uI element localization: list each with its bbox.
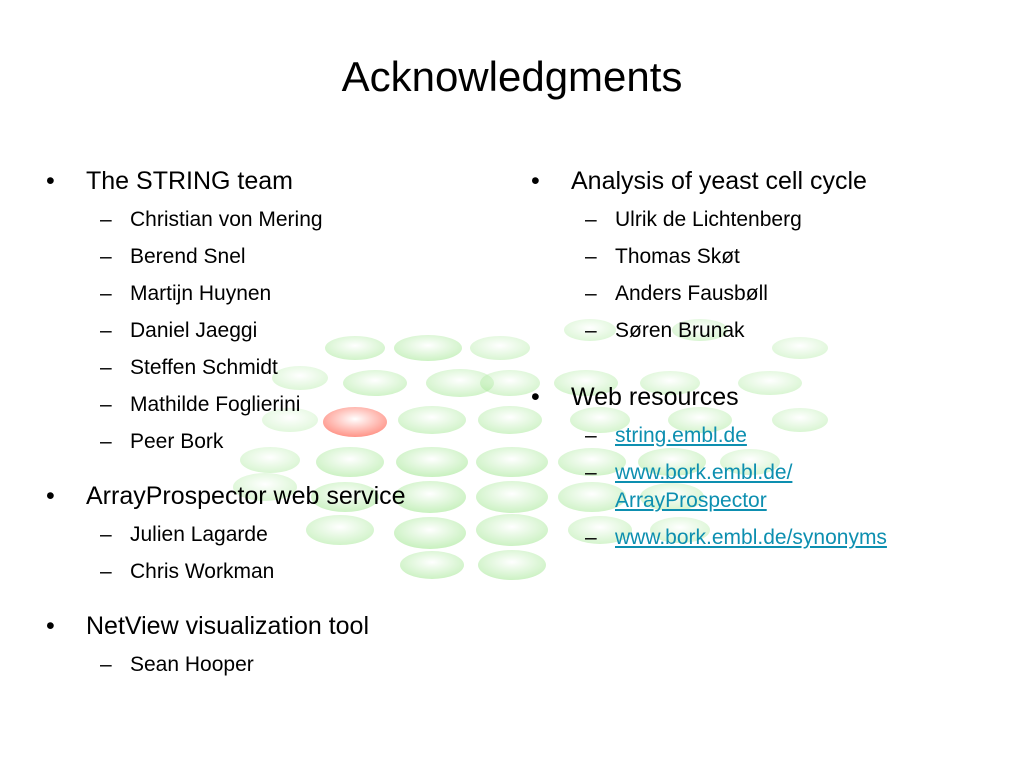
green-bubble — [476, 514, 548, 546]
green-bubble — [316, 447, 384, 477]
green-bubble — [470, 336, 530, 360]
section-heading: •Web resources — [531, 383, 739, 411]
list-item: –Søren Brunak — [585, 319, 745, 342]
green-bubble — [233, 473, 297, 501]
green-bubble — [720, 449, 780, 475]
green-bubble — [554, 370, 618, 396]
section-heading: •The STRING team — [46, 167, 293, 195]
green-bubble — [570, 407, 630, 433]
green-bubble — [306, 515, 374, 545]
list-item: –Anders Fausbøll — [585, 282, 768, 305]
list-item: –Steffen Schmidt — [100, 356, 278, 379]
list-item: –Thomas Skøt — [585, 245, 740, 268]
green-bubble — [400, 551, 464, 579]
red-bubble — [323, 407, 387, 437]
green-bubble — [668, 407, 732, 433]
green-bubble — [325, 336, 385, 360]
green-bubble — [568, 516, 632, 544]
string-link[interactable]: string.embl.de — [615, 424, 747, 447]
list-item: –Martijn Huynen — [100, 282, 272, 305]
section-heading: •Analysis of yeast cell cycle — [531, 167, 867, 195]
green-bubble — [738, 371, 802, 395]
green-bubble — [394, 335, 462, 361]
green-bubble — [240, 447, 300, 473]
green-bubble — [772, 408, 828, 432]
green-bubble — [480, 370, 540, 396]
list-item: –Chris Workman — [100, 560, 275, 583]
green-bubble — [640, 371, 700, 395]
green-bubble — [672, 319, 728, 341]
list-item: –Peer Bork — [100, 430, 224, 453]
section-heading: •NetView visualization tool — [46, 612, 370, 640]
green-bubble — [564, 319, 616, 341]
green-bubble — [311, 482, 379, 512]
link-item: –string.embl.de — [585, 424, 747, 447]
green-bubble — [638, 448, 706, 476]
green-bubble — [478, 406, 542, 434]
green-bubble — [394, 481, 466, 513]
list-item: –Sean Hooper — [100, 653, 254, 676]
green-bubble — [343, 370, 407, 396]
list-item: –Christian von Mering — [100, 208, 323, 231]
green-bubble — [262, 408, 318, 432]
link-item: –www.bork.embl.de/ArrayProspector — [531, 459, 991, 515]
green-bubble — [394, 517, 466, 549]
list-item: –Mathilde Foglierini — [100, 393, 301, 416]
list-item: –Berend Snel — [100, 245, 246, 268]
section-heading: •ArrayProspector web service — [46, 482, 406, 510]
list-item: –Julien Lagarde — [100, 523, 268, 546]
green-bubble — [396, 447, 468, 477]
list-item: –Daniel Jaeggi — [100, 319, 258, 342]
right-column: •Analysis of yeast cell cycle –Ulrik de … — [531, 165, 991, 552]
green-bubble — [398, 406, 466, 434]
green-bubble — [476, 447, 548, 477]
left-column: •The STRING team –Christian von Mering –… — [46, 165, 486, 679]
green-bubble — [640, 483, 704, 511]
green-bubble — [426, 369, 494, 397]
green-bubble — [772, 337, 828, 359]
green-bubble — [478, 550, 546, 580]
green-bubble — [650, 517, 710, 543]
synonyms-link[interactable]: www.bork.embl.de/synonyms — [615, 526, 887, 549]
green-bubble — [558, 448, 626, 476]
page-title: Acknowledgments — [341, 53, 683, 100]
arrayprospector-link[interactable]: www.bork.embl.de/ArrayProspector — [615, 461, 793, 512]
green-bubble — [272, 366, 328, 390]
link-item: –www.bork.embl.de/synonyms — [585, 526, 887, 549]
list-item: –Ulrik de Lichtenberg — [585, 208, 802, 231]
green-bubble — [476, 481, 548, 513]
green-bubble — [558, 482, 626, 512]
